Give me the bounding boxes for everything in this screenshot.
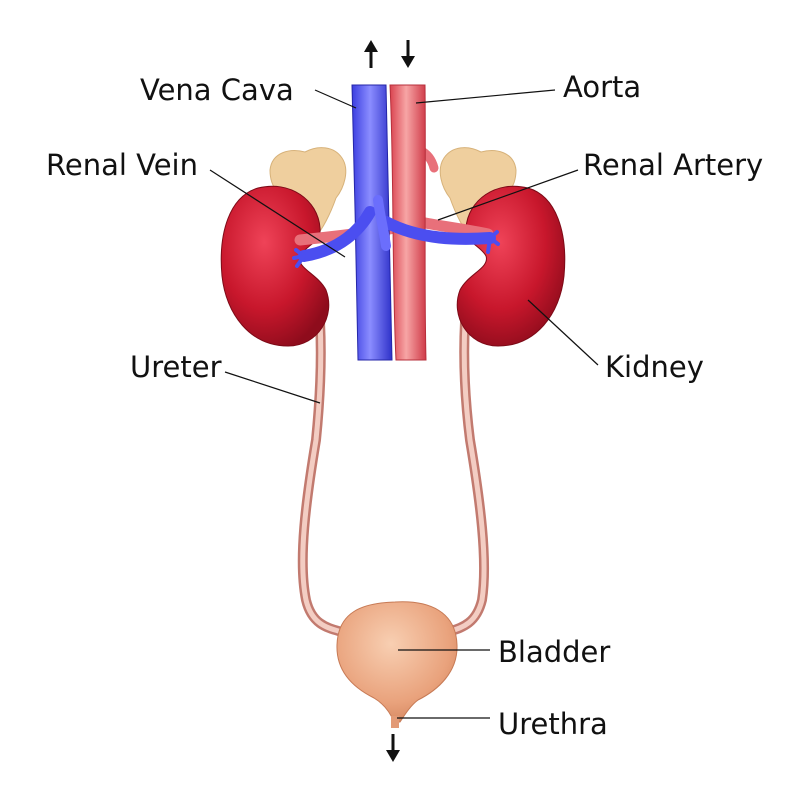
leader-renal-artery — [437, 169, 579, 221]
label-urethra: Urethra — [498, 707, 608, 741]
left-kidney — [220, 185, 330, 347]
vena-cava-branch — [373, 195, 391, 251]
right-kidney — [456, 185, 566, 347]
label-kidney: Kidney — [605, 350, 704, 384]
leader-kidney — [527, 299, 599, 366]
flow-arrow-down-urethra — [386, 734, 400, 762]
vena-cava — [351, 84, 393, 361]
label-renal-artery: Renal Artery — [583, 148, 764, 182]
leader-aorta — [415, 89, 556, 104]
label-aorta: Aorta — [563, 70, 642, 104]
leader-renal-vein — [209, 169, 346, 258]
right-renal-vein — [380, 216, 496, 245]
aorta — [389, 84, 427, 361]
label-vena-cava: Vena Cava — [140, 73, 294, 107]
label-ureter: Ureter — [130, 350, 222, 384]
leader-ureter — [224, 371, 321, 404]
label-renal-vein: Renal Vein — [46, 148, 198, 182]
left-renal-vein — [298, 206, 376, 262]
flow-arrow-down — [401, 40, 415, 68]
label-bladder: Bladder — [498, 635, 611, 669]
bladder — [336, 601, 458, 723]
urethra — [391, 716, 399, 728]
flow-arrow-up — [364, 40, 378, 68]
leader-lines — [209, 89, 599, 719]
leader-vena-cava — [314, 89, 357, 109]
